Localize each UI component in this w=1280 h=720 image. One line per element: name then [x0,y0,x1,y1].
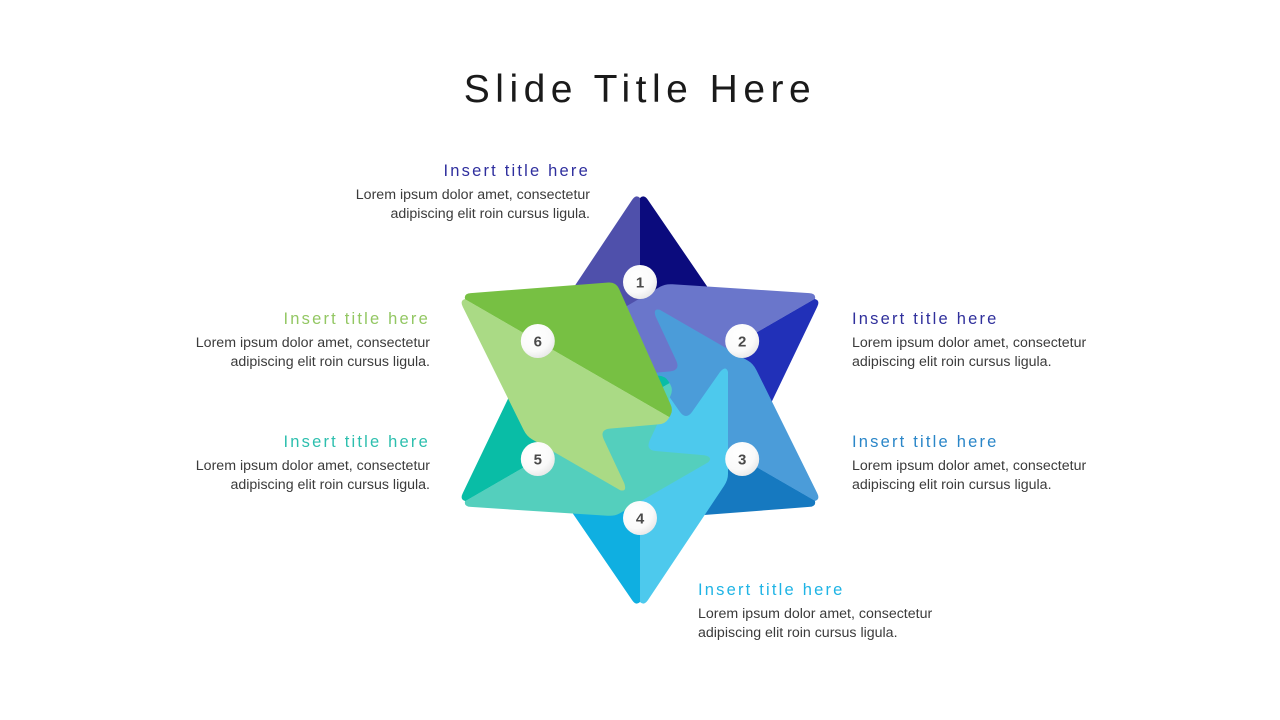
step-badge-label-1: 1 [636,275,644,292]
callout-1: Insert title here Lorem ipsum dolor amet… [318,162,590,224]
step-badge-label-4: 4 [636,511,645,528]
callout-2-title: Insert title here [852,310,999,328]
callout-6: Insert title here Lorem ipsum dolor amet… [158,310,430,372]
callout-2: Insert title here Lorem ipsum dolor amet… [852,310,1124,372]
callout-3-title: Insert title here [852,433,999,451]
callout-5: Insert title here Lorem ipsum dolor amet… [158,433,430,495]
step-badge-label-3: 3 [738,452,746,469]
star-cycle-diagram: 1 2 3 4 5 6 [400,130,880,670]
step-badge-label-2: 2 [738,334,746,351]
callout-5-title: Insert title here [283,433,430,451]
callout-3-body: Lorem ipsum dolor amet, consectetur adip… [852,458,1087,493]
step-badge-6[interactable] [520,324,555,358]
callout-6-title: Insert title here [283,310,430,328]
callout-4: Insert title here Lorem ipsum dolor amet… [698,581,970,643]
step-badge-label-6: 6 [534,334,542,351]
step-badge-5[interactable] [520,442,555,476]
step-badge-1[interactable] [623,265,657,299]
callout-4-body: Lorem ipsum dolor amet, consectetur adip… [698,606,933,641]
callout-6-body: Lorem ipsum dolor amet, consectetur adip… [195,335,430,370]
callout-4-title: Insert title here [698,581,845,599]
callout-5-body: Lorem ipsum dolor amet, consectetur adip… [195,458,430,493]
step-badge-4[interactable] [623,501,657,535]
page-title: Slide Title Here [463,68,817,112]
step-badge-label-5: 5 [534,452,542,469]
step-badge-3[interactable] [725,442,760,476]
callout-2-body: Lorem ipsum dolor amet, consectetur adip… [852,335,1087,370]
step-badge-2[interactable] [725,324,760,358]
callout-1-body: Lorem ipsum dolor amet, consectetur adip… [355,187,590,222]
callout-3: Insert title here Lorem ipsum dolor amet… [852,433,1124,495]
star-petal-6[interactable] [420,222,714,493]
callout-1-title: Insert title here [443,162,590,180]
